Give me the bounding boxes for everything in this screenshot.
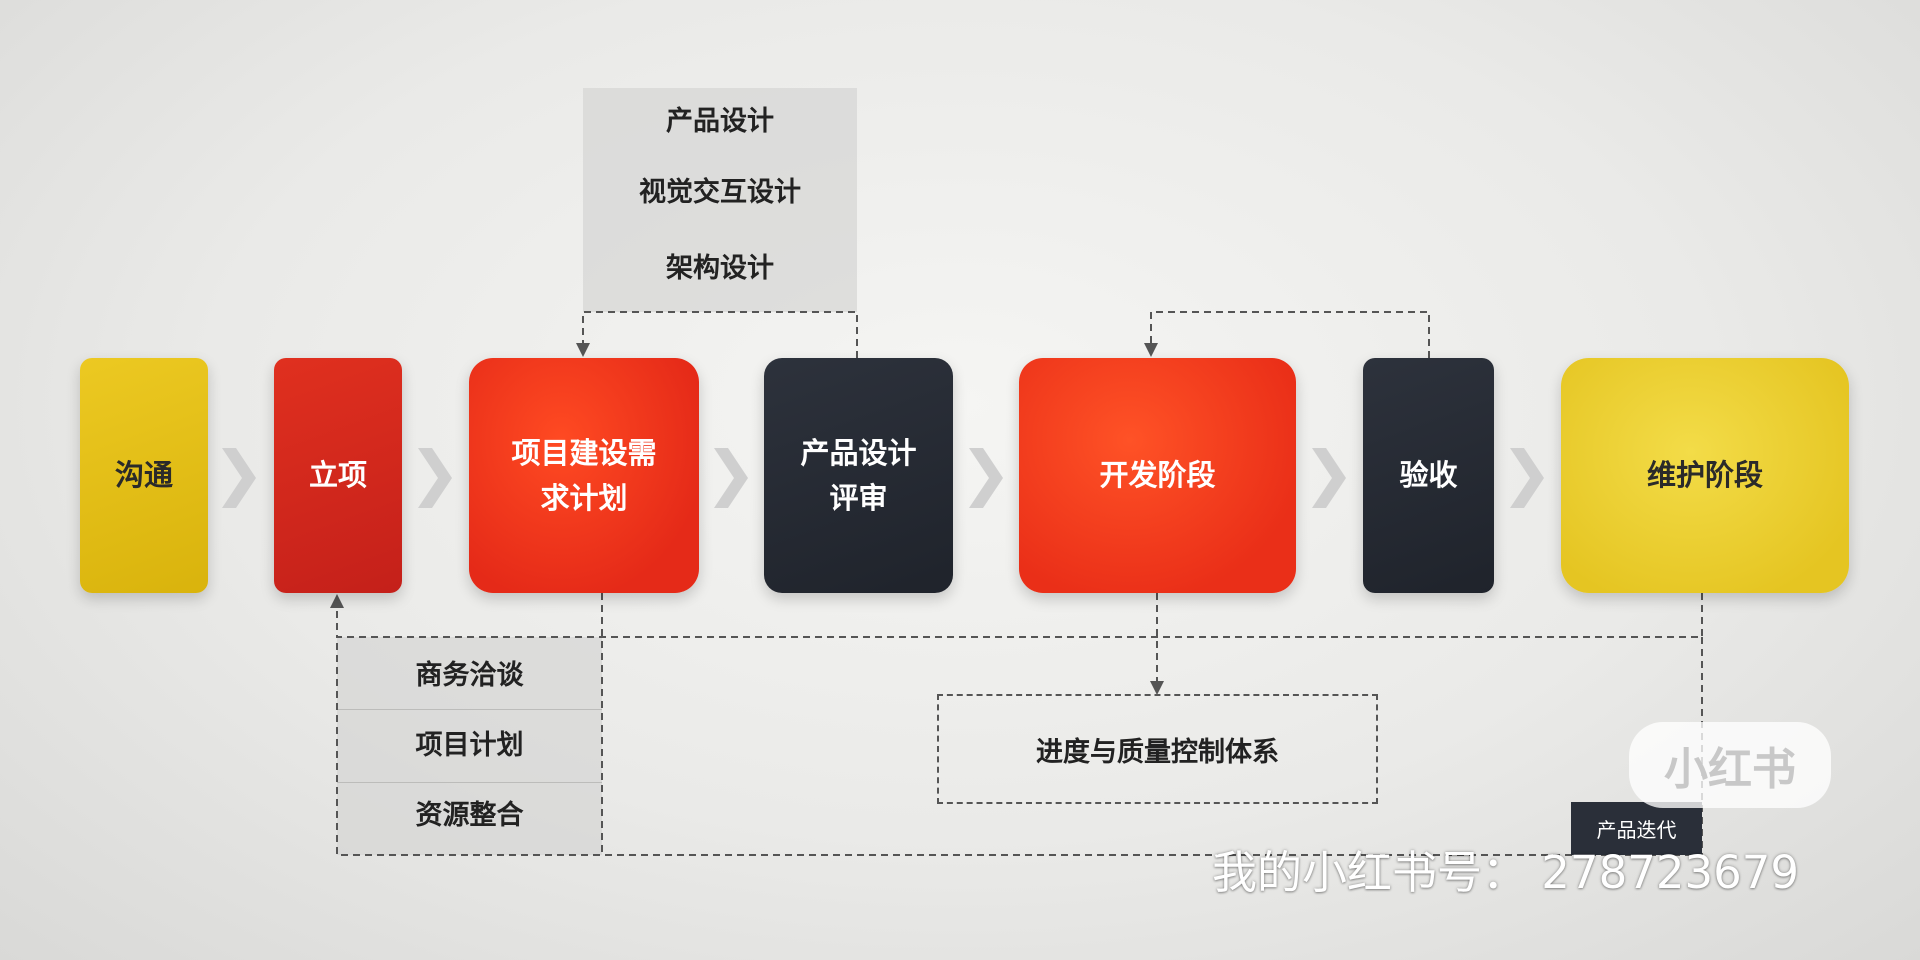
chevron-right-icon: [969, 448, 1003, 508]
stage-label: 验收: [1399, 458, 1458, 493]
stage-maintenance: 维护阶段: [1561, 358, 1849, 593]
stage-label: 开发阶段: [1099, 458, 1216, 493]
planning-task-resources: 资源整合: [415, 800, 524, 831]
stage-label: 产品设计评审: [800, 435, 917, 515]
chevron-right-icon: [1510, 448, 1544, 508]
planning-task-project-plan: 项目计划: [415, 730, 524, 761]
stage-initiation: 立项: [274, 358, 402, 593]
stage-requirements-planning: 项目建设需求计划: [469, 358, 699, 593]
panel-divider: [337, 782, 602, 783]
stage-label: 立项: [308, 458, 367, 493]
chevron-right-icon: [418, 448, 452, 508]
quality-control-box: 进度与质量控制体系: [937, 694, 1378, 804]
acceptance-to-development-feedback-line: [1144, 311, 1430, 358]
stage-label: 维护阶段: [1646, 458, 1763, 493]
stage-design-review: 产品设计评审: [764, 358, 953, 593]
chevron-right-icon: [714, 448, 748, 508]
watermark-account-text: 我的小红书号： 278723679: [1212, 846, 1799, 899]
design-task-visual-interaction: 视觉交互设计: [639, 177, 801, 208]
watermark-logo: 小红书: [1629, 722, 1831, 808]
design-tasks-panel: 产品设计 视觉交互设计 架构设计: [583, 88, 857, 312]
chevron-right-icon: [1312, 448, 1346, 508]
design-task-architecture: 架构设计: [666, 253, 774, 284]
stage-communication: 沟通: [80, 358, 208, 593]
product-iteration-label: 产品迭代: [1571, 802, 1702, 855]
stage-acceptance: 验收: [1363, 358, 1494, 593]
planning-task-negotiation: 商务洽谈: [415, 660, 524, 691]
chevron-right-icon: [222, 448, 256, 508]
stage-label: 项目建设需求计划: [511, 435, 657, 515]
stage-development: 开发阶段: [1019, 358, 1296, 593]
panel-divider: [337, 709, 602, 710]
planning-tasks-panel: 商务洽谈 项目计划 资源整合: [337, 637, 602, 855]
design-task-product: 产品设计: [666, 106, 774, 137]
review-to-planning-feedback-line: [576, 311, 858, 358]
stage-label: 沟通: [114, 458, 173, 493]
maintenance-to-initiation-line: [330, 593, 1703, 638]
